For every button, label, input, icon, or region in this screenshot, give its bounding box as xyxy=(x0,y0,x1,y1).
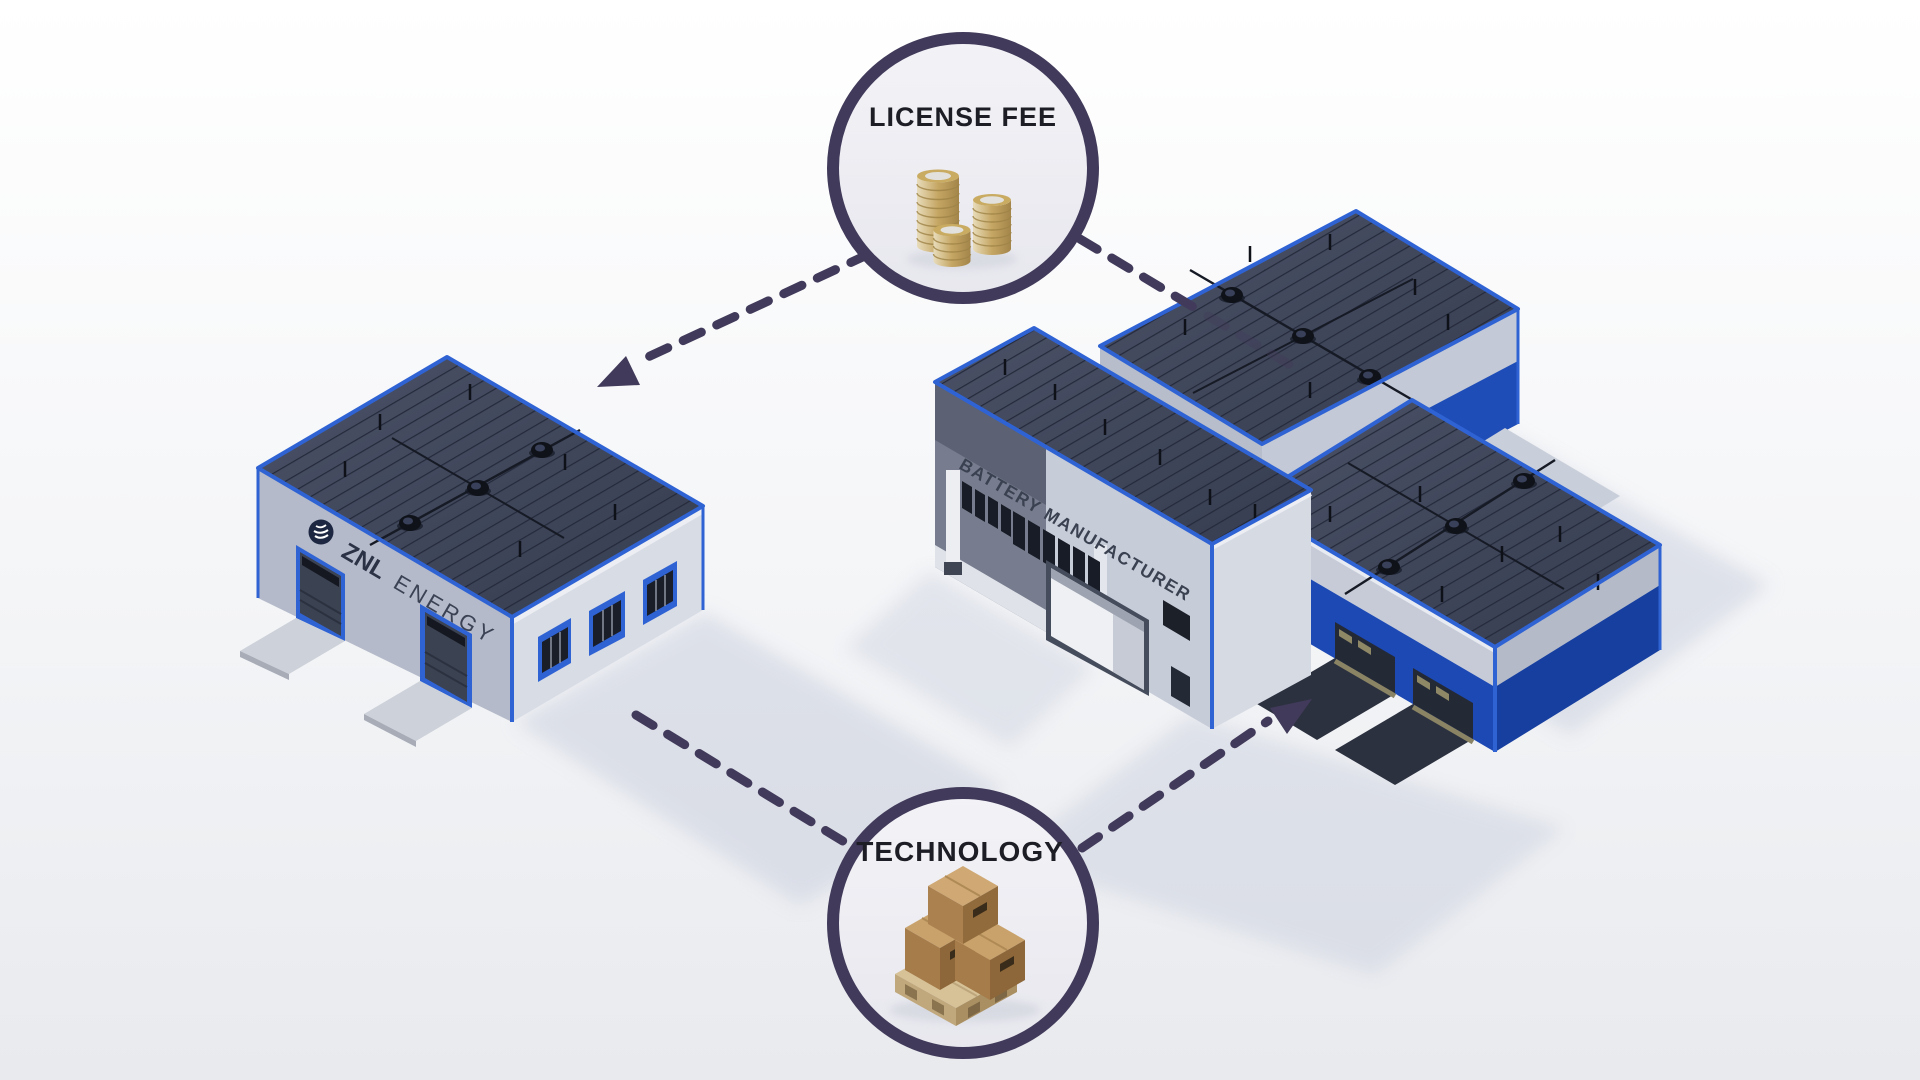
license-fee-flow-arrow xyxy=(597,234,1297,387)
znl-solar-roof xyxy=(256,355,705,625)
znl-ramp-2 xyxy=(364,681,472,741)
main-hall: BATTERY MANUFACTURER xyxy=(933,326,1313,729)
battery-front-shadow xyxy=(1005,715,1565,975)
technology-arrowhead xyxy=(1270,699,1312,734)
roof-antennas xyxy=(343,384,617,557)
porch-shadow xyxy=(845,570,1095,748)
license-fee-dash-line xyxy=(643,249,874,362)
technology-label: TECHNOLOGY xyxy=(856,836,1064,867)
roof-vent-domes xyxy=(1219,287,1383,385)
license-fee-dash-line-right xyxy=(1075,234,1200,313)
technology-badge: TECHNOLOGY xyxy=(827,787,1099,1059)
znl-dock-door-1 xyxy=(240,545,345,680)
license-fee-circle xyxy=(827,32,1099,304)
blue-hall xyxy=(1245,398,1662,785)
license-fee-badge: LICENSE FEE xyxy=(827,32,1099,304)
blue-hall-door-2 xyxy=(1335,668,1475,785)
coin-stacks-icon xyxy=(907,169,1017,269)
porch-column xyxy=(946,470,960,570)
license-fee-arrowhead xyxy=(597,356,640,387)
technology-dash-line-right xyxy=(1077,716,1273,853)
cardboard-box xyxy=(928,866,998,944)
technology-dash-line-left xyxy=(631,710,851,848)
battery-manufacturer-building: BATTERY MANUFACTURER xyxy=(933,209,1662,785)
znl-energy-building: ZNL ENERGY xyxy=(240,355,705,747)
roof-antennas xyxy=(1328,486,1600,602)
roof-antennas xyxy=(1183,234,1450,398)
facade-small-door xyxy=(1171,666,1190,707)
facade-small-window xyxy=(1163,600,1190,641)
znl-dock-door-2 xyxy=(364,604,472,747)
license-fee-dash-line-faded xyxy=(1203,311,1297,371)
znl-side-windows xyxy=(538,561,677,682)
znl-ramp-1 xyxy=(240,618,345,674)
znl-logo-icon xyxy=(308,519,334,545)
technology-flow-arrow xyxy=(631,699,1312,853)
roof-antennas xyxy=(1003,359,1257,520)
facade-window-band xyxy=(962,481,1100,595)
roof-vent-domes xyxy=(397,442,555,531)
license-fee-label: LICENSE FEE xyxy=(869,102,1057,132)
main-entrance xyxy=(1046,560,1149,696)
roof-vent-domes xyxy=(1376,473,1537,575)
boxes-on-pallet-icon xyxy=(890,866,1040,1026)
main-hall-side-wall xyxy=(1212,490,1311,729)
